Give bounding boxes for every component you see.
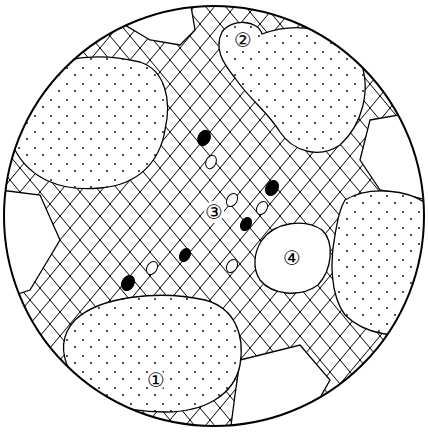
callout-number: ④ xyxy=(282,247,302,269)
callout-number: ① xyxy=(146,369,166,391)
callout-number: ③ xyxy=(204,201,224,223)
callout-number: ② xyxy=(233,29,253,51)
